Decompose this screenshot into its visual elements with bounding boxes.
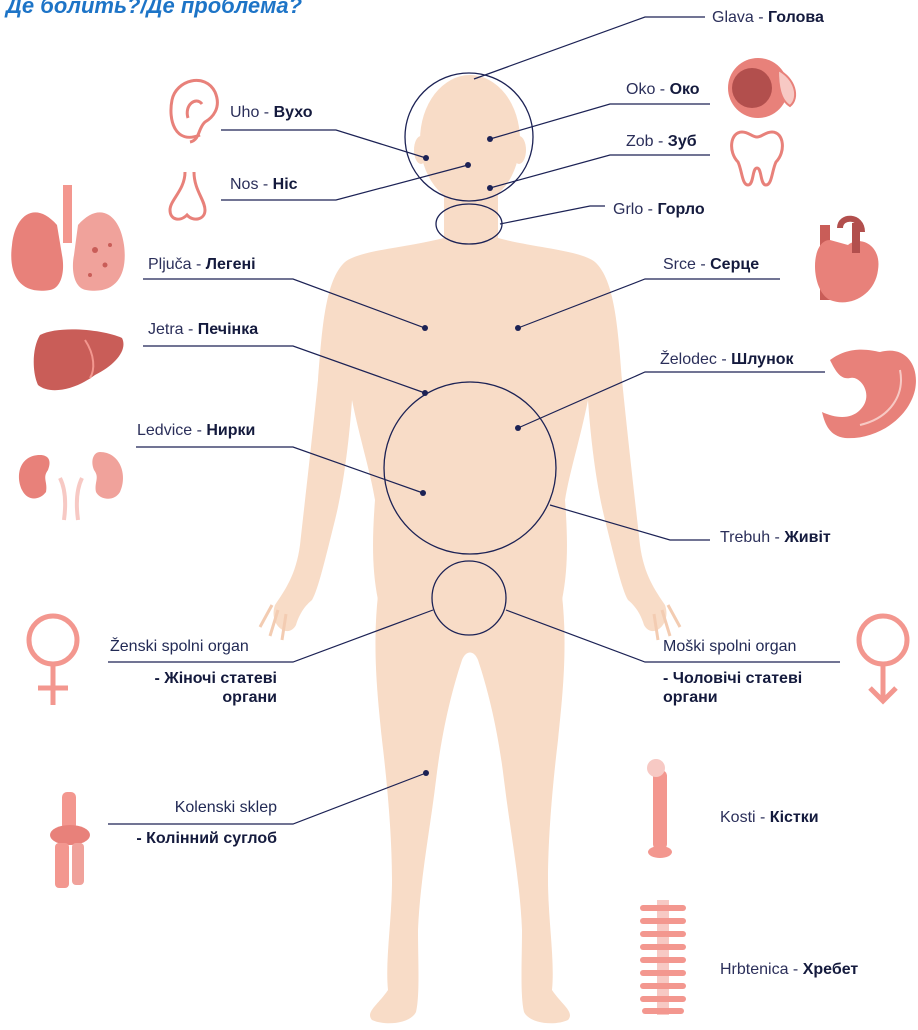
label-hrbtenica-ua: Хребет <box>803 961 859 978</box>
label-hrbtenica: Hrbtenica - Хребет <box>720 960 858 980</box>
kidneys-icon <box>19 452 123 520</box>
label-srce-lat: Srce <box>663 256 696 273</box>
label-moski-ua: - Чоловічі статеві органи <box>663 669 802 707</box>
label-pljuca: Pljuča - Легені <box>148 255 256 275</box>
label-zenski-ua-line1: - Жіночі статеві <box>120 669 277 688</box>
label-grlo-lat: Grlo <box>613 201 643 218</box>
spine-icon <box>640 900 686 1015</box>
label-nos-lat: Nos <box>230 176 258 193</box>
label-hrbtenica-separator: - <box>788 961 802 978</box>
label-srce-ua: Серце <box>710 256 759 273</box>
label-zelodec-separator: - <box>717 351 731 368</box>
label-glava-ua: Голова <box>768 9 824 26</box>
label-pljuca-ua: Легені <box>206 256 256 273</box>
label-hrbtenica-lat: Hrbtenica <box>720 961 788 978</box>
label-zelodec-lat: Želodec <box>660 351 717 368</box>
female-symbol-icon <box>29 616 77 705</box>
label-trebuh-ua: Живіт <box>784 529 830 546</box>
label-koleno-ua-text: - Колінний суглоб <box>136 830 277 847</box>
male-symbol-icon <box>859 616 907 701</box>
eye-icon <box>728 58 795 118</box>
tooth-icon <box>732 132 783 185</box>
label-kosti-ua: Кістки <box>770 809 819 826</box>
label-srce-separator: - <box>696 256 710 273</box>
label-jetra: Jetra - Печінка <box>148 320 258 340</box>
label-zob-lat: Zob <box>626 133 654 150</box>
label-srce: Srce - Серце <box>663 255 759 275</box>
label-ledvice-separator: - <box>192 422 206 439</box>
label-kosti-separator: - <box>756 809 770 826</box>
label-moski-lat: Moški spolni organ <box>663 637 796 657</box>
label-grlo: Grlo - Горло <box>613 200 705 220</box>
label-ledvice-ua: Нирки <box>206 422 255 439</box>
page-title: Де болить?/Де проблема? <box>6 0 302 19</box>
label-ledvice: Ledvice - Нирки <box>137 421 255 441</box>
label-moski-ua-line1: - Чоловічі статеві <box>663 669 802 688</box>
label-zelodec-ua: Шлунок <box>731 351 793 368</box>
label-trebuh-lat: Trebuh <box>720 529 770 546</box>
label-nos-ua: Ніс <box>273 176 298 193</box>
label-koleno-lat: Kolenski sklep <box>110 798 277 818</box>
label-zelodec: Želodec - Шлунок <box>660 350 794 370</box>
label-zob: Zob - Зуб <box>626 132 697 152</box>
label-jetra-lat: Jetra <box>148 321 184 338</box>
label-uho-separator: - <box>259 104 273 121</box>
label-zob-separator: - <box>654 133 668 150</box>
label-zob-ua: Зуб <box>668 133 697 150</box>
label-trebuh: Trebuh - Живіт <box>720 528 831 548</box>
label-koleno-ua: - Колінний суглоб <box>100 829 277 849</box>
label-oko: Oko - Око <box>626 80 700 100</box>
knee-joint-icon <box>50 792 90 888</box>
label-oko-ua: Око <box>670 81 700 98</box>
label-jetra-separator: - <box>184 321 198 338</box>
label-jetra-ua: Печінка <box>198 321 258 338</box>
label-kosti: Kosti - Кістки <box>720 808 819 828</box>
label-nos-separator: - <box>258 176 272 193</box>
bone-icon <box>647 759 672 858</box>
label-uho-ua: Вухо <box>274 104 313 121</box>
label-grlo-separator: - <box>643 201 657 218</box>
nose-icon <box>170 172 205 219</box>
label-grlo-ua: Горло <box>657 201 704 218</box>
ear-icon <box>171 80 217 142</box>
label-glava-lat: Glava <box>712 9 754 26</box>
label-uho-lat: Uho <box>230 104 259 121</box>
label-ledvice-lat: Ledvice <box>137 422 192 439</box>
label-pljuca-lat: Pljuča <box>148 256 192 273</box>
label-glava: Glava - Голова <box>712 8 824 28</box>
label-nos: Nos - Ніс <box>230 175 298 195</box>
label-oko-separator: - <box>655 81 669 98</box>
stomach-icon <box>822 350 916 439</box>
label-zenski-ua-line2: органи <box>120 688 277 707</box>
label-pljuca-separator: - <box>192 256 206 273</box>
label-glava-separator: - <box>754 9 768 26</box>
label-moski-ua-line2: органи <box>663 688 802 707</box>
label-kosti-lat: Kosti <box>720 809 756 826</box>
liver-icon <box>34 329 124 390</box>
label-zenski-lat: Ženski spolni organ <box>110 637 249 657</box>
lungs-icon <box>11 185 124 291</box>
heart-icon <box>815 219 878 303</box>
label-trebuh-separator: - <box>770 529 784 546</box>
label-oko-lat: Oko <box>626 81 655 98</box>
label-uho: Uho - Вухо <box>230 103 313 123</box>
label-zenski-ua: - Жіночі статеві органи <box>120 669 277 707</box>
